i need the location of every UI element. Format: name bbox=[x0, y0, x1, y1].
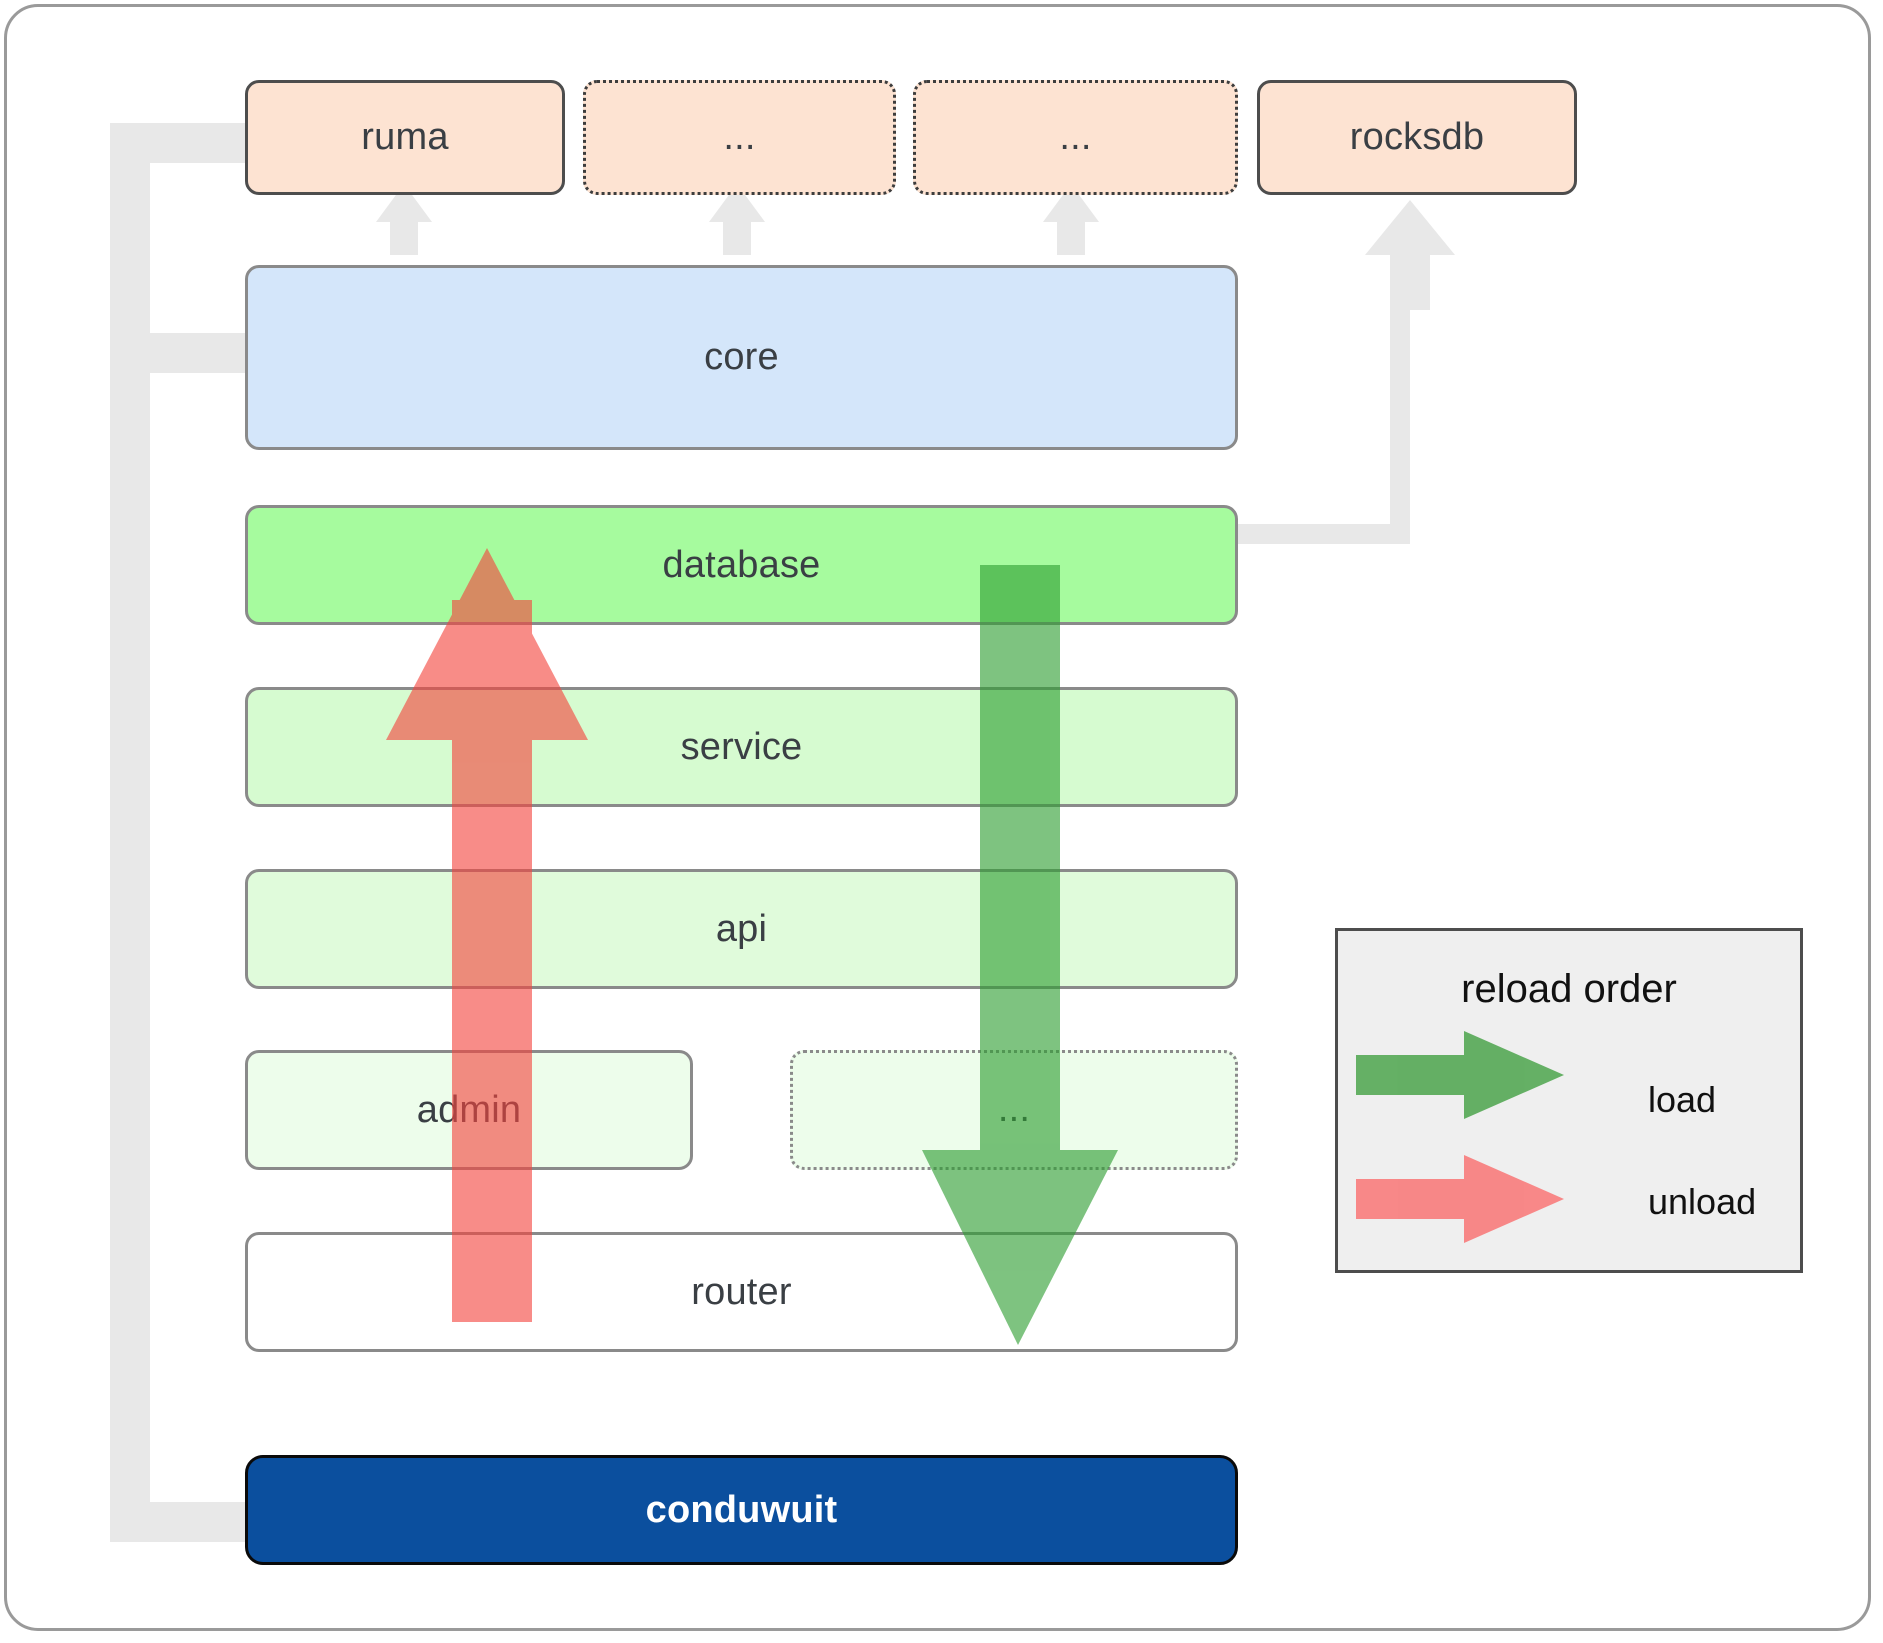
legend-title: reload order bbox=[1461, 967, 1677, 1011]
node-label: ... bbox=[1059, 115, 1092, 158]
node-api[interactable]: api bbox=[245, 869, 1238, 989]
node-label: database bbox=[662, 543, 821, 586]
node-rocksdb[interactable]: rocksdb bbox=[1257, 80, 1577, 195]
node-label: rocksdb bbox=[1349, 116, 1485, 158]
legend-label-unload: unload bbox=[1648, 1181, 1757, 1222]
load-arrow-icon bbox=[1356, 1031, 1564, 1119]
legend-reload-order: reload order load unload bbox=[1335, 928, 1803, 1273]
node-router[interactable]: router bbox=[245, 1232, 1238, 1352]
node-admin[interactable]: admin bbox=[245, 1050, 693, 1170]
legend-label-load: load bbox=[1648, 1079, 1717, 1120]
node-label: admin bbox=[416, 1088, 522, 1131]
diagram-frame bbox=[4, 4, 1871, 1631]
node-conduwuit[interactable]: conduwuit bbox=[245, 1455, 1238, 1565]
unload-arrow-icon bbox=[1356, 1155, 1564, 1243]
node-label: ruma bbox=[361, 116, 449, 158]
node-core[interactable]: core bbox=[245, 265, 1238, 450]
node-label: core bbox=[704, 336, 779, 378]
node-label: api bbox=[715, 907, 768, 950]
node-service[interactable]: service bbox=[245, 687, 1238, 807]
legend-arrow-icons bbox=[1356, 1031, 1564, 1243]
node-dependency-placeholder-2[interactable]: ... bbox=[913, 80, 1238, 195]
node-label: ... bbox=[997, 1088, 1031, 1131]
node-label: service bbox=[680, 725, 803, 768]
node-layer-placeholder[interactable]: ... bbox=[790, 1050, 1238, 1170]
node-database[interactable]: database bbox=[245, 505, 1238, 625]
node-label: ... bbox=[723, 115, 756, 158]
node-label: router bbox=[691, 1270, 792, 1313]
node-label: conduwuit bbox=[645, 1488, 838, 1531]
node-ruma[interactable]: ruma bbox=[245, 80, 565, 195]
node-dependency-placeholder-1[interactable]: ... bbox=[583, 80, 896, 195]
